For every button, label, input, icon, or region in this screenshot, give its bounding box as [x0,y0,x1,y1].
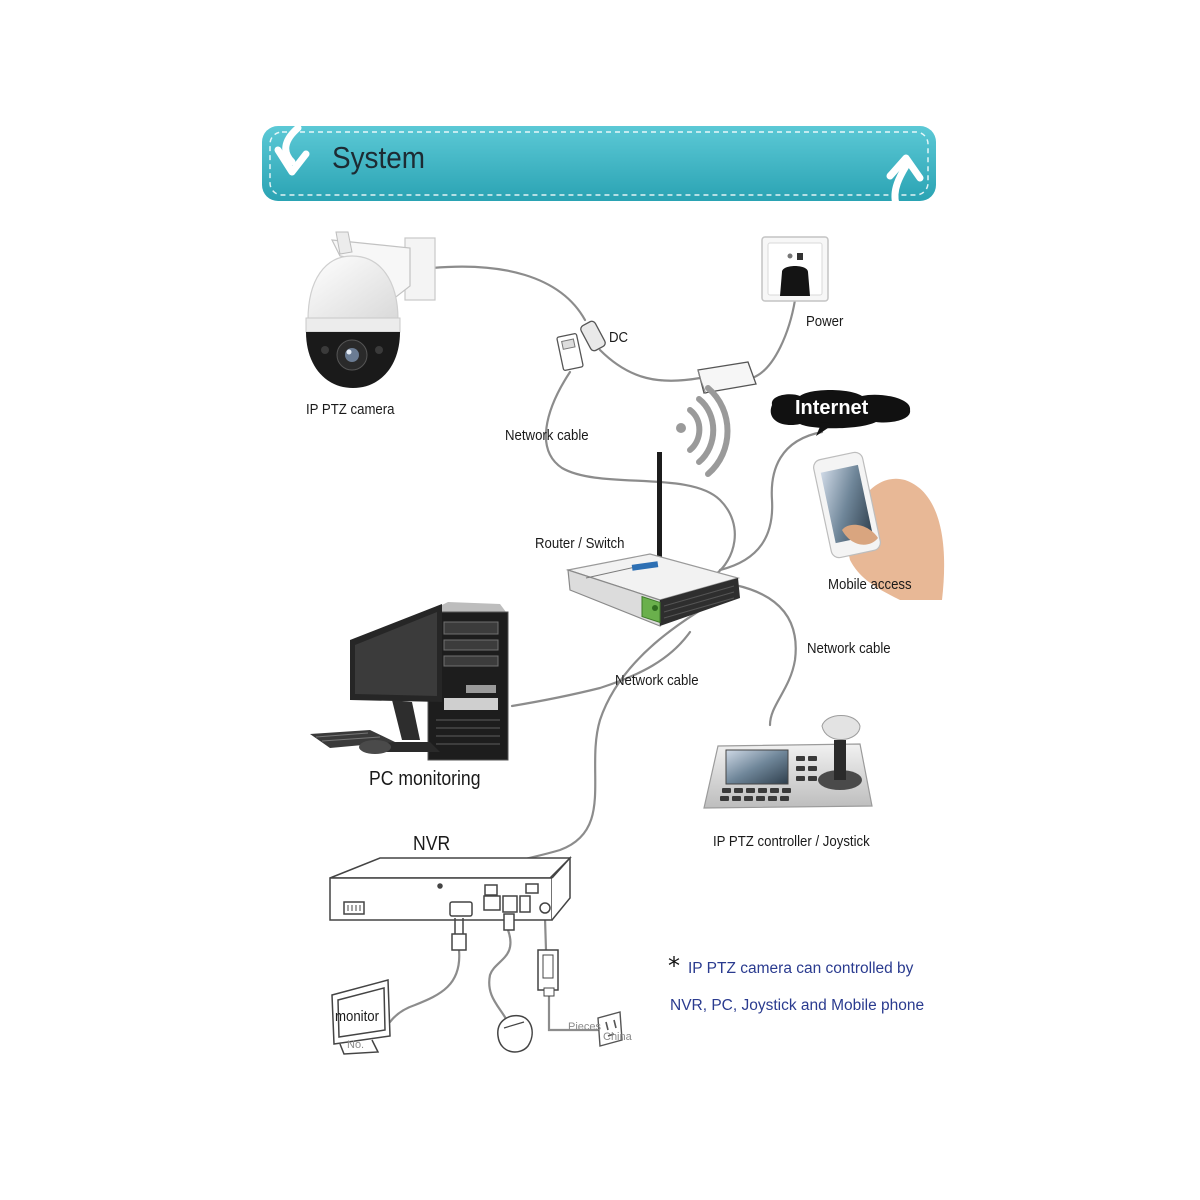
internet-cloud-icon [770,390,911,436]
network-cable-label-pc: Network cable [615,672,699,689]
router-icon [565,452,741,627]
note-line-1: IP PTZ camera can controlled by [688,960,914,977]
dc-connector-icon [556,320,606,371]
cables [388,265,824,1032]
watermark-china: China [603,1031,632,1043]
title-banner [262,124,936,208]
power-adapter-icon [697,361,757,395]
power-adapter-icon [537,949,559,997]
router-label: Router / Switch [535,535,625,552]
dc-label: DC [609,329,629,346]
wall-plug-icon [597,1011,623,1047]
page-title: System [332,140,426,175]
wifi-signal-icon [676,385,731,477]
power-label: Power [806,313,844,330]
smartphone-icon [813,451,945,600]
controller-label: IP PTZ controller / Joystick [713,833,870,850]
note-line-2: NVR, PC, Joystick and Mobile phone [670,997,925,1014]
internet-label: Internet [795,397,869,419]
monitor-label: monitor [335,1008,380,1025]
nvr-label: NVR [413,833,451,855]
note-asterisk: * [668,952,680,980]
joystick-controller-icon [703,715,873,809]
up-arrow-icon [886,154,924,208]
mouse-icon [497,1014,533,1053]
nvr-recorder-icon [329,856,572,951]
lcd-monitor-icon [331,979,391,1055]
watermark-pieces: Pieces [568,1021,602,1033]
power-socket-icon [761,236,829,302]
network-cable-label-camera: Network cable [505,427,589,444]
network-cable-label-joystick: Network cable [807,640,891,657]
camera-label: IP PTZ camera [306,401,395,418]
ptz-camera-icon [305,231,436,388]
pc-monitoring-label: PC monitoring [369,768,481,790]
lcd-monitor-icon [310,604,442,754]
mobile-access-label: Mobile access [828,576,912,593]
down-arrow-icon [274,124,310,176]
watermark-no: No. [347,1039,365,1051]
